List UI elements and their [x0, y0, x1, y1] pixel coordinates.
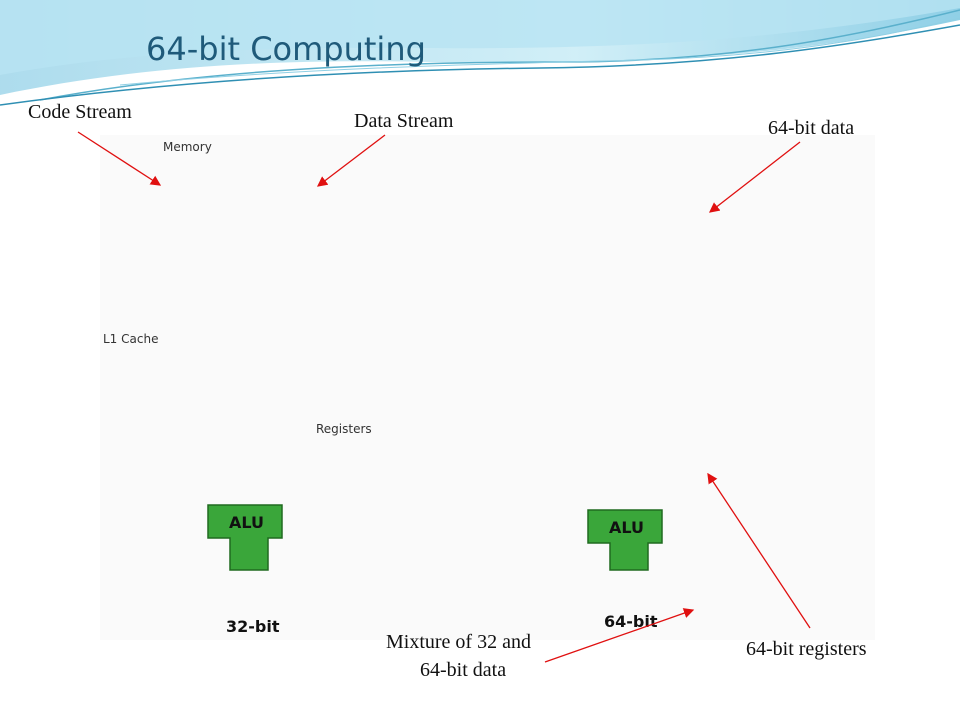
registers-label: Registers: [316, 422, 372, 436]
alu-left-label: ALU: [229, 513, 264, 532]
memory-label: Memory: [163, 140, 212, 154]
annotation-data-stream: Data Stream: [354, 110, 454, 132]
alu-right: ALU: [587, 509, 663, 571]
annotation-mixture-line2: 64-bit data: [420, 659, 507, 681]
annotation-64bit-data: 64-bit data: [768, 117, 855, 139]
annotation-code-stream: Code Stream: [28, 101, 132, 123]
alu-left: ALU: [207, 504, 283, 571]
caption-32bit: 32-bit: [226, 617, 280, 636]
page-title: 64-bit Computing: [146, 30, 426, 68]
l1-cache-label: L1 Cache: [103, 332, 159, 346]
caption-64bit: 64-bit: [604, 612, 658, 631]
annotation-mixture-line1: Mixture of 32 and: [386, 631, 531, 653]
alu-right-label: ALU: [609, 518, 644, 537]
header-wave-decoration: [0, 0, 960, 106]
annotation-64bit-registers: 64-bit registers: [746, 638, 867, 660]
